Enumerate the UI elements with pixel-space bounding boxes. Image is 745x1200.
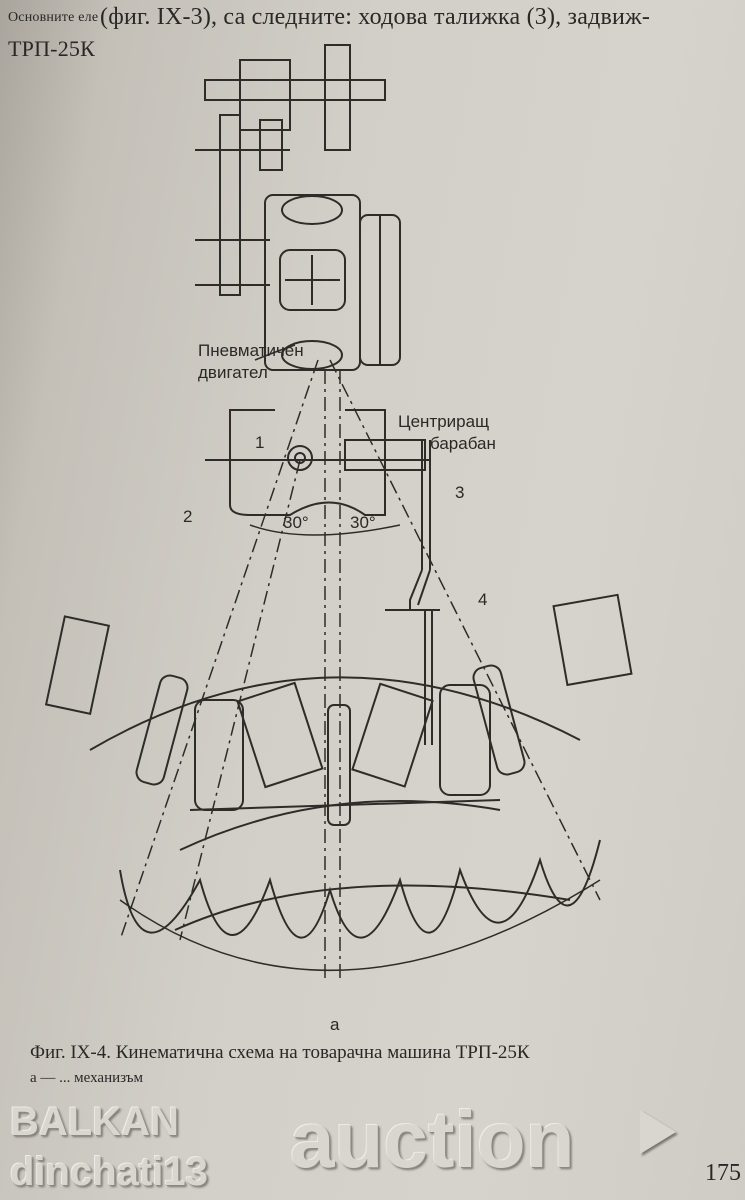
loader-rotor <box>44 593 633 972</box>
drum-label: барабан <box>430 434 496 453</box>
drum-label: Центриращ <box>398 412 489 431</box>
callout-number: 1 <box>255 433 264 452</box>
body-text-line: (фиг. IX-3), са следните: ходова талижка… <box>100 4 651 30</box>
figure-caption-sub: а — ... механизъм <box>30 1070 144 1086</box>
angle-label: 30° <box>350 513 376 532</box>
page-number: 175 <box>705 1160 741 1186</box>
body-text-fragment: ТРП-25К <box>8 36 95 61</box>
figure-caption: Фиг. IX-4. Кинематична схема на товарачн… <box>30 1042 530 1063</box>
motor-label: Пневматичен <box>198 341 304 360</box>
callout-number: 4 <box>478 590 487 609</box>
gear-train <box>195 44 386 296</box>
sub-figure-label: а <box>330 1015 340 1034</box>
body-text-fragment: Основните еле <box>8 10 99 25</box>
watermark-text: auction <box>290 1095 575 1184</box>
angle-label: 30° <box>283 513 309 532</box>
watermark-text: dinchati13 <box>10 1150 208 1194</box>
motor-label: двигател <box>198 363 268 382</box>
watermark-play-icon <box>640 1110 676 1154</box>
pneumatic-motor <box>264 194 401 371</box>
callout-number: 3 <box>455 483 464 502</box>
centering-drum-housing <box>205 409 440 745</box>
watermark-text: BALKAN <box>10 1100 179 1144</box>
callout-number: 2 <box>183 507 192 526</box>
